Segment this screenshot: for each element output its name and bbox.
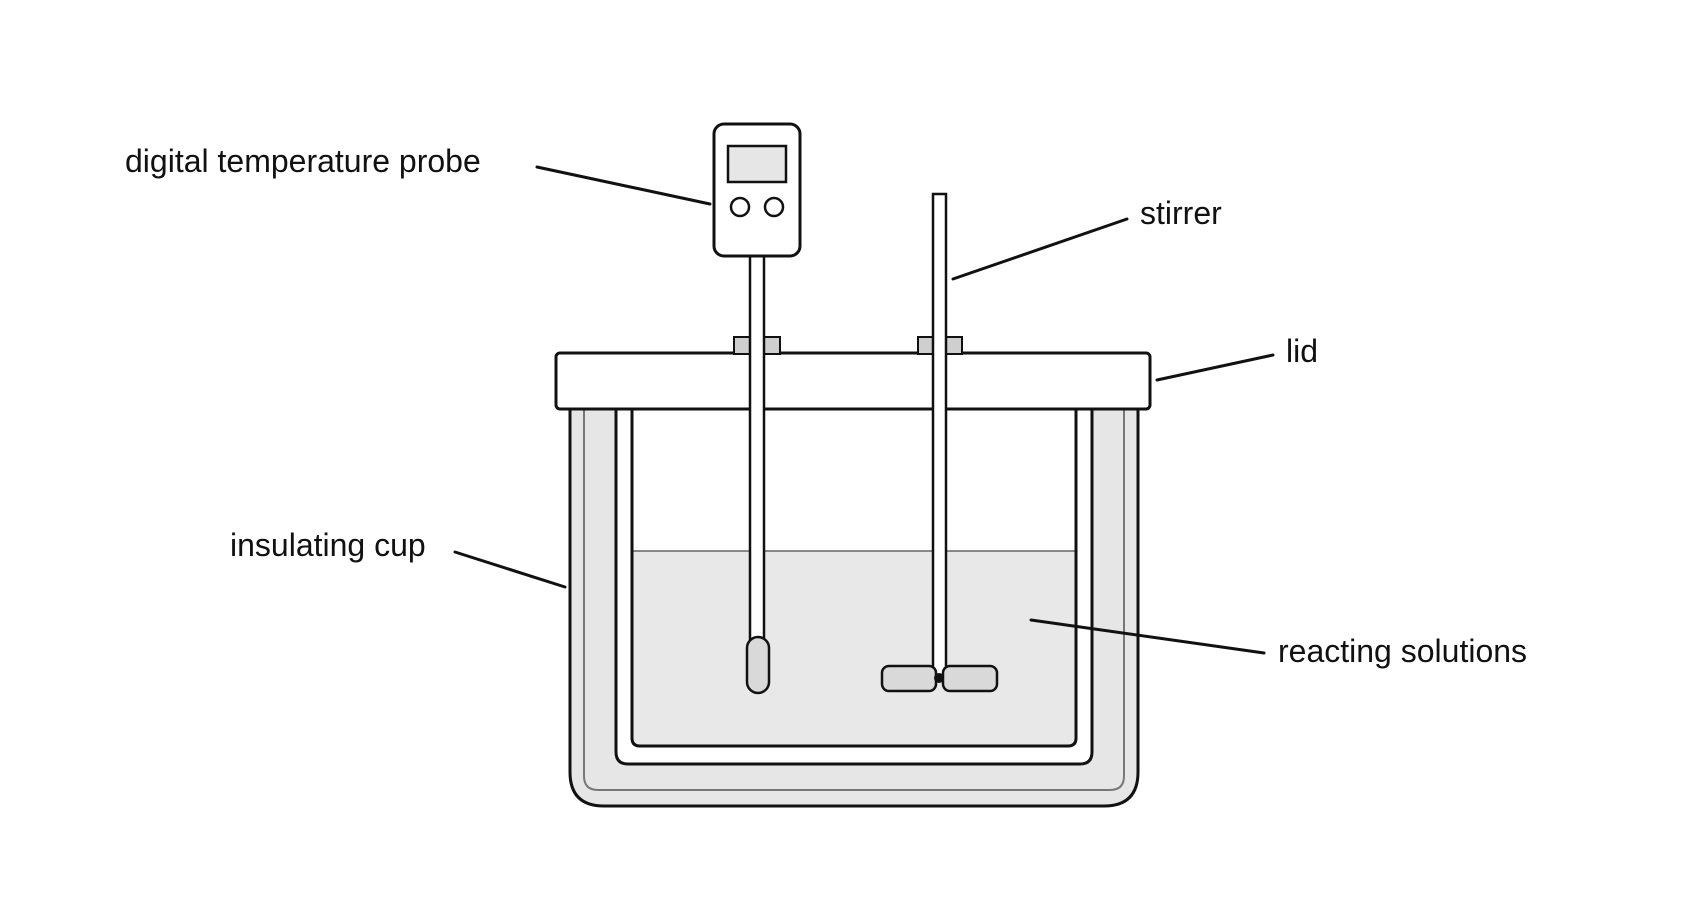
probe-screen [726, 144, 788, 184]
inner-cup-lining [630, 400, 1078, 748]
digital-temperature-probe [712, 122, 802, 258]
probe-button-left [729, 196, 751, 218]
probe-display-body [712, 122, 802, 258]
probe-button-right [763, 196, 785, 218]
label-lid: lid [1286, 333, 1318, 369]
label-cup: insulating cup [230, 527, 426, 563]
stirrer-paddle-right [941, 664, 999, 693]
cup-leader-line [453, 550, 567, 589]
stirrer-leader-line [951, 217, 1129, 281]
stirrer [880, 192, 999, 693]
lid-leader-line [1155, 353, 1275, 382]
label-solution: reacting solutions [1278, 633, 1527, 669]
stirrer-paddle-left [880, 664, 938, 693]
reacting-solutions-liquid [631, 550, 1077, 747]
probe-rod [748, 253, 766, 687]
stirrer-rod [931, 192, 948, 678]
stirrer-hub [934, 673, 944, 683]
solution-leader-line [1029, 618, 1266, 655]
cup-insulation-inner-line [583, 400, 1125, 791]
label-stirrer: stirrer [1140, 195, 1222, 231]
label-probe: digital temperature probe [125, 143, 481, 179]
lid [554, 351, 1152, 411]
probe-leader-line [535, 165, 712, 206]
probe-tip [745, 635, 771, 695]
